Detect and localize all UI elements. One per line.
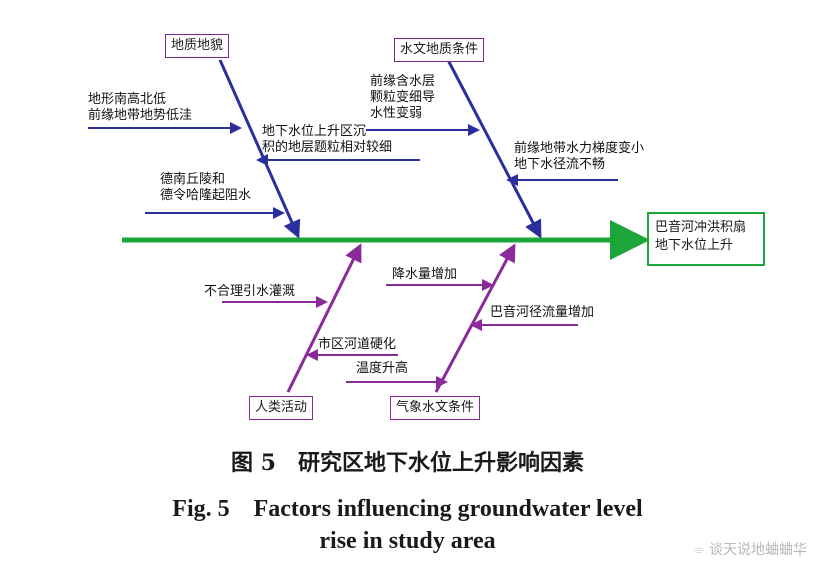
category-geology-box: 地质地貌 bbox=[165, 34, 230, 58]
caption-chinese: 图 5 研究区地下水位上升影响因素 bbox=[231, 450, 584, 476]
category-climate-box: 气象水文条件 bbox=[390, 396, 481, 420]
bone-human bbox=[286, 243, 362, 393]
cause-channel: 市区河道硬化 bbox=[318, 337, 397, 352]
watermark-text: 谈天说地蛐蛐华 bbox=[709, 542, 807, 558]
effect-box: 巴音河冲洪积扇 地下水位上升 bbox=[647, 212, 765, 266]
bone-geology bbox=[218, 59, 301, 239]
cause-temp: 温度升高 bbox=[356, 361, 409, 376]
caption-english-line2: rise in study area bbox=[319, 528, 496, 554]
cause-gradient: 前缘地带水力梯度变小 地下水径流不畅 bbox=[514, 141, 645, 172]
caption-english-line1: Fig. 5 Factors influencing groundwater l… bbox=[172, 496, 643, 522]
cause-fine-strata: 地下水位上升区沉 积的地层题粒相对较细 bbox=[262, 124, 393, 155]
cause-terrain: 地形南高北低 前缘地带地势低洼 bbox=[88, 92, 193, 123]
cause-river-flow: 巴音河径流量增加 bbox=[490, 305, 595, 320]
bone-hydro bbox=[446, 59, 542, 239]
cause-irrigation: 不合理引水灌溉 bbox=[204, 284, 296, 299]
cause-hills: 德南丘陵和 德令哈隆起阻水 bbox=[160, 172, 252, 203]
wechat-icon: ⌯ bbox=[693, 542, 709, 558]
fishbone-diagram bbox=[88, 59, 650, 393]
cause-rain: 降水量增加 bbox=[392, 267, 458, 282]
category-hydro-box: 水文地质条件 bbox=[394, 38, 485, 62]
cause-aquifer: 前缘含水层 颗粒变细导 水性变弱 bbox=[370, 74, 436, 121]
category-human-box: 人类活动 bbox=[249, 396, 314, 420]
watermark: ⌯ 谈天说地蛐蛐华 bbox=[693, 539, 807, 559]
